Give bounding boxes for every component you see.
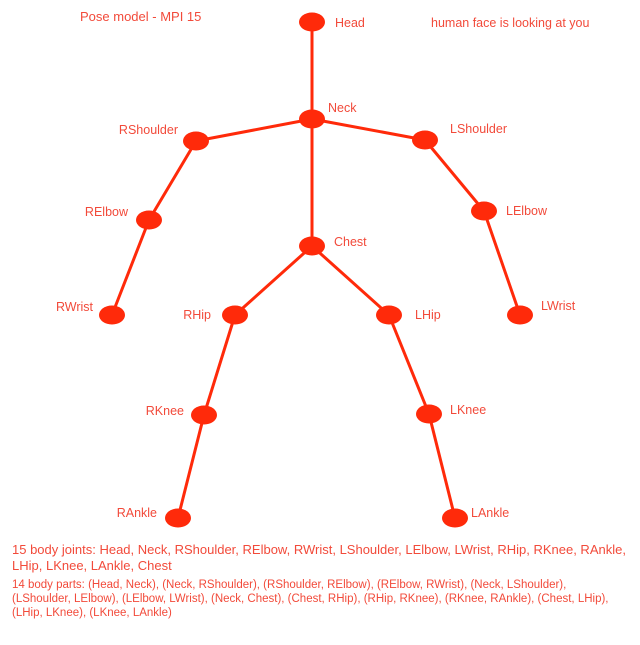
joint-label-rwrist: RWrist [55,300,93,314]
joint-label-neck: Neck [328,101,357,115]
bone-lknee-lankle [427,412,457,520]
bone-lelbow-lwrist [482,209,522,317]
joint-node-rwrist [99,305,125,325]
joint-node-lknee [416,404,442,424]
joint-label-lknee: LKnee [450,403,487,417]
joint-node-chest [299,236,325,256]
joint-label-rshoulder: RShoulder [118,123,178,137]
bone-lshoulder-lelbow [423,138,486,213]
joint-label-rhip: RHip [183,308,211,322]
joint-node-rshoulder [183,131,209,151]
orientation-note: human face is looking at you [431,16,590,30]
joint-label-head: Head [335,16,365,30]
joint-node-head [299,12,325,32]
bone-rknee-rankle [176,413,206,520]
joint-label-lshoulder: LShoulder [450,122,507,136]
bone-chest-lhip [310,244,391,317]
bone-neck-rshoulder [194,117,314,143]
bone-neck-lshoulder [310,117,427,142]
joint-node-rankle [165,508,191,528]
joint-label-lelbow: LElbow [506,204,547,218]
bone-rhip-rknee [202,313,237,417]
joint-node-lwrist [507,305,533,325]
joint-node-lelbow [471,201,497,221]
bone-relbow-rwrist [110,218,151,317]
joint-node-lhip [376,305,402,325]
joint-label-relbow: RElbow [84,205,128,219]
joint-label-lwrist: LWrist [541,299,576,313]
joint-node-lankle [442,508,468,528]
joint-node-lshoulder [412,130,438,150]
bone-rshoulder-relbow [147,139,198,222]
joint-label-rankle: RAnkle [116,506,157,520]
joints-caption: 15 body joints: Head, Neck, RShoulder, R… [12,542,626,573]
parts-caption: 14 body parts: (Head, Neck), (Neck, RSho… [12,579,609,619]
joint-node-neck [299,109,325,129]
joint-label-chest: Chest [334,235,367,249]
bone-chest-rhip [233,244,314,317]
joint-label-rknee: RKnee [145,404,184,418]
joint-node-relbow [136,210,162,230]
joint-label-lhip: LHip [415,308,441,322]
joint-label-lankle: LAnkle [471,506,510,520]
joint-node-rknee [191,405,217,425]
page-title: Pose model - MPI 15 [80,9,202,24]
joint-node-rhip [222,305,248,325]
bone-lhip-lknee [387,313,431,416]
